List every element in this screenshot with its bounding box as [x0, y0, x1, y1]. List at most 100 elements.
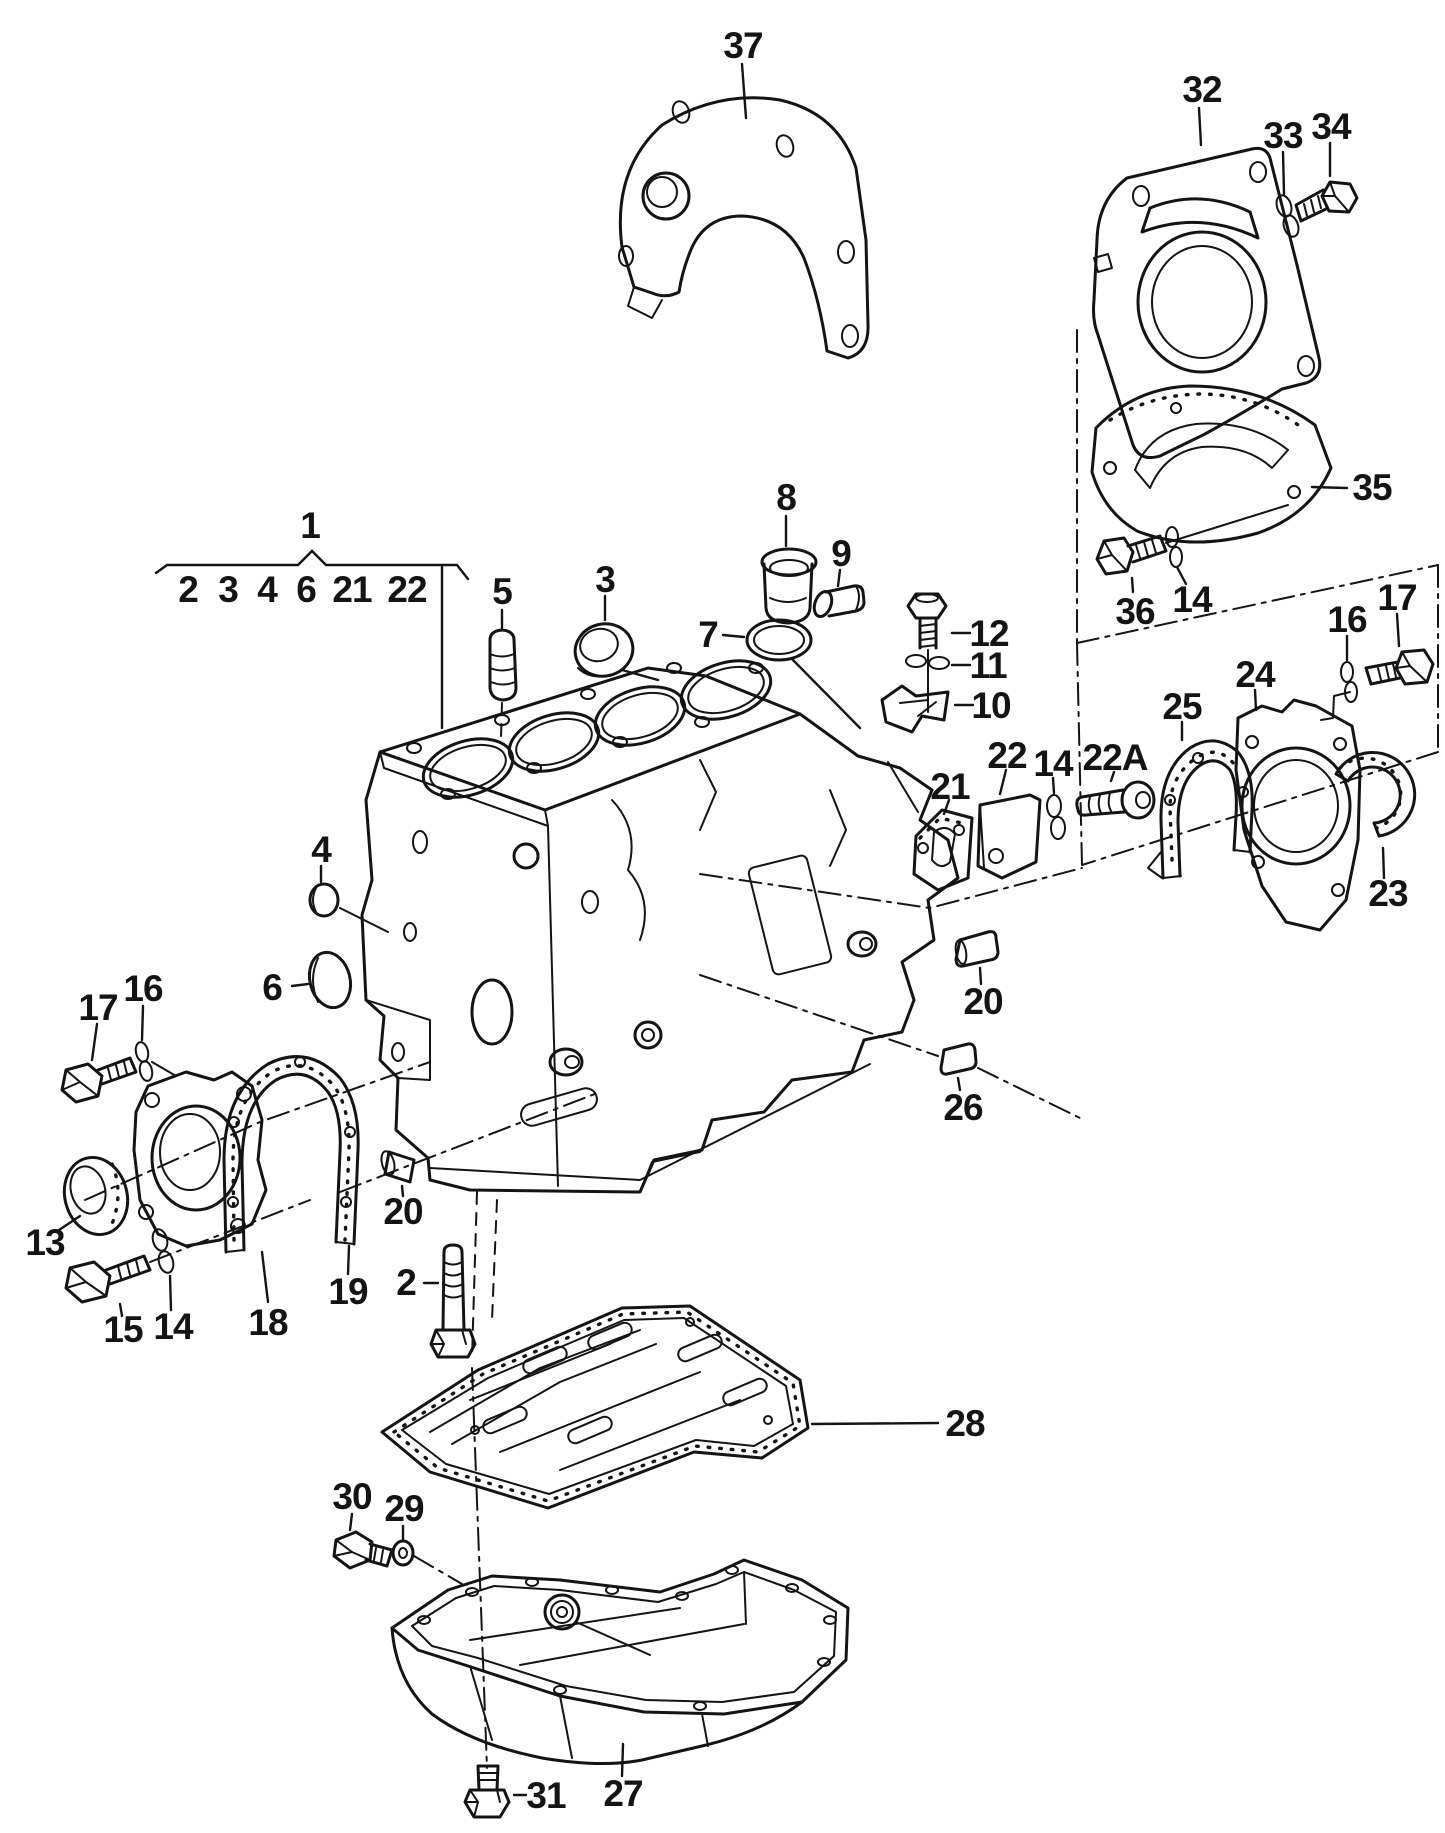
callout-17-left: 17: [78, 987, 117, 1028]
part-flange-24: [1234, 698, 1362, 932]
callout-16-left: 16: [123, 968, 163, 1009]
part-gasket-21: [912, 808, 974, 892]
callout-12: 12: [969, 613, 1009, 654]
leader-lines: [54, 62, 1401, 1797]
group-bracket-1: [154, 549, 470, 730]
callout-6: 6: [262, 967, 282, 1008]
callout-group-3: 3: [218, 569, 238, 610]
part-dowel-26: [939, 1042, 978, 1076]
callout-2: 2: [396, 1262, 416, 1303]
part-bolt-17-right: [1364, 648, 1435, 686]
part-bushing-3: [573, 622, 635, 678]
callout-5: 5: [492, 571, 512, 612]
part-cap-8: [760, 547, 818, 625]
part-cover-22: [976, 793, 1042, 880]
deck-bolt-holes: [406, 662, 764, 800]
callout-33: 33: [1263, 115, 1303, 156]
callout-34: 34: [1311, 106, 1352, 147]
part-dowel-20-left: [380, 1150, 416, 1184]
part-stud-2: [429, 1243, 477, 1359]
part-washer-16-right: [1320, 661, 1358, 721]
callout-group-22: 22: [387, 569, 427, 610]
part-dowel-5: [488, 628, 518, 702]
cylinder-bores: [421, 659, 773, 799]
callout-group-21: 21: [332, 569, 372, 610]
callout-27: 27: [603, 1773, 642, 1814]
part-bolt-36: [1095, 504, 1289, 576]
part-flange-18: [132, 1070, 268, 1248]
part-cover-plate-37: [618, 96, 870, 360]
callout-group-6: 6: [296, 569, 316, 610]
callout-15: 15: [103, 1309, 143, 1350]
part-gasket-35: [1090, 384, 1333, 544]
callout-10: 10: [971, 685, 1011, 726]
part-sealing-flange-32: [1092, 146, 1322, 460]
part-core-plug-6: [307, 950, 353, 1010]
part-bolt-15: [64, 1254, 152, 1304]
part-washer-14-left: [151, 1228, 175, 1274]
callout-13: 13: [25, 1222, 65, 1263]
part-bolt-12: [906, 592, 948, 713]
callout-18: 18: [248, 1302, 288, 1343]
block-face-details: [365, 759, 878, 1193]
part-washer-29: [391, 1539, 415, 1567]
callout-group-4: 4: [257, 569, 278, 610]
callout-23: 23: [1368, 873, 1408, 914]
callout-14-right: 14: [1172, 579, 1213, 620]
part-dowel-20-right: [954, 930, 1000, 968]
callout-16-right: 16: [1327, 599, 1367, 640]
callout-11: 11: [969, 645, 1007, 686]
callout-20-right: 20: [963, 981, 1003, 1022]
callout-24: 24: [1235, 654, 1276, 695]
callout-25: 25: [1162, 686, 1202, 727]
part-washer-33: [1275, 194, 1300, 238]
callout-17-right: 17: [1377, 577, 1416, 618]
callout-8: 8: [776, 477, 796, 518]
callout-37: 37: [723, 25, 762, 66]
callout-14-mid: 14: [1033, 743, 1074, 784]
part-washer-11: [905, 654, 950, 670]
part-bolt-34: [1294, 180, 1359, 223]
part-plug-9: [812, 584, 866, 619]
callout-32: 32: [1182, 69, 1222, 110]
callout-1: 1: [300, 505, 320, 546]
part-oil-pan-27: [390, 1558, 850, 1766]
callout-group-2: 2: [178, 569, 198, 610]
callout-28: 28: [945, 1403, 985, 1444]
part-core-plug-4: [308, 882, 389, 933]
part-washer-16-left: [134, 1041, 177, 1082]
callout-26: 26: [943, 1087, 983, 1128]
callout-36: 36: [1115, 591, 1155, 632]
construction-lines: [84, 329, 1439, 1769]
part-seal-14-mid: [1046, 794, 1066, 840]
callout-3: 3: [595, 559, 615, 600]
callout-22: 22: [987, 735, 1027, 776]
callout-9: 9: [831, 533, 851, 574]
part-gasket-19: [222, 1055, 360, 1254]
part-oring-7: [745, 618, 813, 662]
part-seal-23: [1334, 751, 1417, 838]
callout-21: 21: [930, 766, 970, 807]
callout-30: 30: [332, 1476, 372, 1517]
part-gasket-25: [1147, 739, 1254, 880]
part-bolt-22a: [1075, 780, 1156, 820]
callout-22a: 22A: [1083, 737, 1148, 778]
part-bracket-10: [880, 684, 950, 813]
part-drain-plug-31: [463, 1764, 511, 1819]
callout-31: 31: [526, 1775, 566, 1816]
callout-19: 19: [328, 1271, 368, 1312]
callout-14-left: 14: [153, 1306, 194, 1347]
part-bolt-30: [332, 1530, 394, 1570]
part-seal-13: [62, 1155, 130, 1237]
callout-labels: 37 32 33 34 35 36 14 1 2 3 4 6 21 22 5 3…: [25, 25, 1417, 1816]
callout-29: 29: [384, 1488, 424, 1529]
callout-7: 7: [698, 614, 718, 655]
part-bolt-17-left: [60, 1056, 138, 1104]
part-seal-14-right: [1165, 526, 1183, 568]
callout-20-left: 20: [383, 1191, 423, 1232]
callout-35: 35: [1352, 467, 1392, 508]
part-baffle-gasket-28: [380, 1304, 810, 1510]
callout-4: 4: [311, 829, 332, 870]
